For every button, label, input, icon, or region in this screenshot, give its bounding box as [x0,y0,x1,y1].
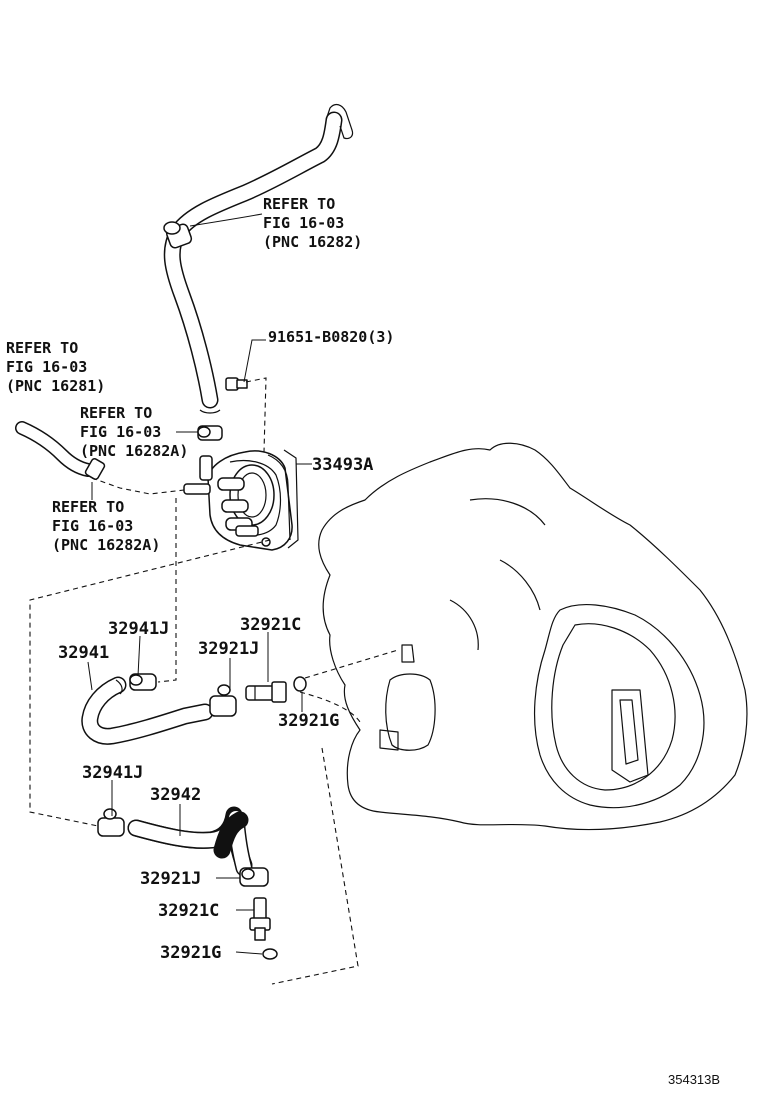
left-inlet-hose [15,421,95,477]
part-label-clamp-lower: 32941J [82,763,143,783]
refer-left-line1: REFER TO [6,339,78,357]
union-32921C-lower [249,897,271,941]
illustration-id: 354313B [668,1072,720,1087]
refer-left-line3: (PNC 16281) [6,377,105,395]
part-label-clamp-mid: 32921J [198,639,259,659]
leader-lines [87,213,312,955]
part-label-union-lower: 32921C [158,901,219,921]
part-label-union-upper: 32921C [240,615,301,635]
part-label-clamp-upper: 32941J [108,619,169,639]
part-label-hose-lower: 32942 [150,785,201,805]
part-label-gasket-upper: 32921G [278,711,339,731]
refer-low-line3: (PNC 16282A) [52,536,160,554]
refer-low-line2: FIG 16-03 [52,517,133,535]
clamp-32941J-lower [97,808,125,837]
refer-top-line1: REFER TO [263,195,335,213]
part-label-clamp-bottom: 32921J [140,869,201,889]
refer-low-line1: REFER TO [52,498,124,516]
refer-mid-line3: (PNC 16282A) [80,442,188,460]
hose-clamp-top [163,221,193,249]
refer-top-line2: FIG 16-03 [263,214,344,232]
refer-top-line3: (PNC 16282) [263,233,362,251]
oil-cooler [183,449,299,551]
clamp-32921J-bottom [239,867,269,887]
gasket-32921G-upper [293,676,307,692]
hose-fitting-left [84,458,106,480]
refer-mid-line2: FIG 16-03 [80,423,161,441]
assembly-guide-lines [29,377,399,985]
bolt [225,377,248,391]
part-label-cooler: 33493A [312,455,373,475]
hose-clamp-cooler-top [197,425,223,441]
refer-mid-line1: REFER TO [80,404,152,422]
part-label-hose-upper: 32941 [58,643,109,663]
cooler-hose-upper [81,676,214,745]
refer-left-line2: FIG 16-03 [6,358,87,376]
upper-return-hose [163,103,354,414]
part-label-bolt: 91651-B0820(3) [268,328,394,346]
union-32921C-upper [245,681,287,703]
gasket-32921G-lower [262,948,278,960]
cooler-hose-lower [127,806,253,877]
clamp-32941J-upper [129,673,157,691]
transmission-housing [318,442,748,831]
part-label-gasket-lower: 32921G [160,943,221,963]
clamp-32921J-mid [209,684,237,717]
